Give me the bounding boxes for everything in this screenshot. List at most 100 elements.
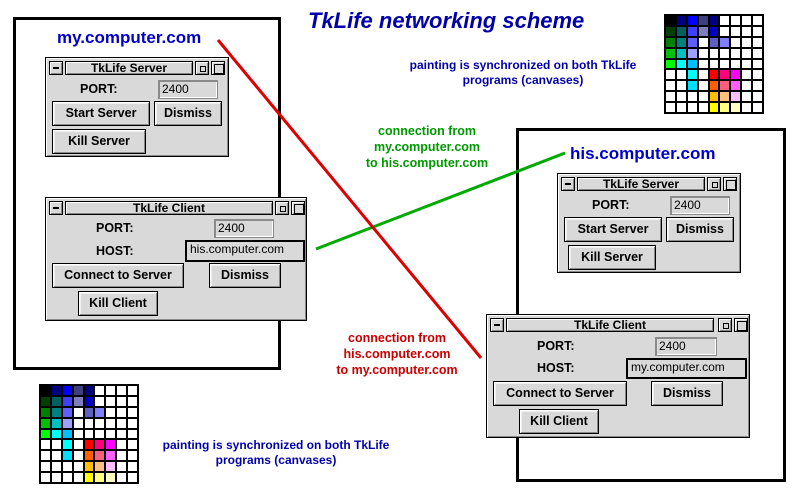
palette-cell[interactable] <box>753 26 762 36</box>
palette-cell[interactable] <box>95 407 105 417</box>
palette-cell[interactable] <box>117 451 127 461</box>
kill-client-button[interactable]: Kill Client <box>519 409 599 434</box>
palette-cell[interactable] <box>687 92 697 102</box>
palette-cell[interactable] <box>720 103 730 112</box>
palette-cell[interactable] <box>753 59 762 69</box>
palette-cell[interactable] <box>731 16 741 25</box>
palette-cell[interactable] <box>720 81 730 91</box>
palette-cell[interactable] <box>51 407 61 417</box>
kill-client-button[interactable]: Kill Client <box>78 291 158 316</box>
palette-cell[interactable] <box>709 92 719 102</box>
palette-cell[interactable] <box>687 81 697 91</box>
kill-server-button[interactable]: Kill Server <box>52 129 146 154</box>
palette-cell[interactable] <box>95 440 105 450</box>
palette-cell[interactable] <box>41 440 50 450</box>
port-input[interactable]: 2400 <box>158 80 218 99</box>
dismiss-button[interactable]: Dismiss <box>154 101 222 126</box>
palette-cell[interactable] <box>117 440 127 450</box>
palette-cell[interactable] <box>731 48 741 58</box>
dismiss-button[interactable]: Dismiss <box>651 381 723 406</box>
palette-cell[interactable] <box>106 462 116 472</box>
palette-cell[interactable] <box>676 26 686 36</box>
palette-cell[interactable] <box>51 440 61 450</box>
host-input[interactable]: my.computer.com <box>626 358 747 379</box>
palette-cell[interactable] <box>687 26 697 36</box>
palette-cell[interactable] <box>128 451 137 461</box>
palette-cell[interactable] <box>51 396 61 406</box>
palette-cell[interactable] <box>62 386 72 395</box>
palette-cell[interactable] <box>51 451 61 461</box>
palette-cell[interactable] <box>687 48 697 58</box>
palette-cell[interactable] <box>742 48 752 58</box>
palette-cell[interactable] <box>106 386 116 395</box>
palette-cell[interactable] <box>95 418 105 428</box>
palette-cell[interactable] <box>106 473 116 482</box>
port-input[interactable]: 2400 <box>214 219 274 238</box>
palette-cell[interactable] <box>709 48 719 58</box>
palette-cell[interactable] <box>117 396 127 406</box>
palette-cell[interactable] <box>676 81 686 91</box>
palette-cell[interactable] <box>106 451 116 461</box>
palette-cell[interactable] <box>106 396 116 406</box>
palette-cell[interactable] <box>687 59 697 69</box>
palette-cell[interactable] <box>41 429 50 439</box>
palette-cell[interactable] <box>84 473 94 482</box>
palette-cell[interactable] <box>698 81 708 91</box>
palette-cell[interactable] <box>698 37 708 47</box>
palette-cell[interactable] <box>95 451 105 461</box>
palette-cell[interactable] <box>117 462 127 472</box>
palette-cell[interactable] <box>720 92 730 102</box>
palette-cell[interactable] <box>73 418 83 428</box>
window-menu-icon[interactable] <box>561 177 575 191</box>
palette-cell[interactable] <box>666 16 675 25</box>
palette-cell[interactable] <box>95 462 105 472</box>
palette-cell[interactable] <box>62 407 72 417</box>
palette-cell[interactable] <box>84 451 94 461</box>
palette-cell[interactable] <box>731 70 741 80</box>
palette-cell[interactable] <box>51 418 61 428</box>
palette-cell[interactable] <box>698 59 708 69</box>
top-color-palette[interactable] <box>664 14 764 114</box>
palette-cell[interactable] <box>128 407 137 417</box>
palette-cell[interactable] <box>709 103 719 112</box>
connect-to-server-button[interactable]: Connect to Server <box>52 263 184 288</box>
dismiss-button[interactable]: Dismiss <box>209 263 281 288</box>
palette-cell[interactable] <box>117 418 127 428</box>
start-server-button[interactable]: Start Server <box>564 217 662 242</box>
palette-cell[interactable] <box>84 440 94 450</box>
palette-cell[interactable] <box>41 396 50 406</box>
palette-cell[interactable] <box>95 429 105 439</box>
palette-cell[interactable] <box>698 48 708 58</box>
palette-cell[interactable] <box>73 396 83 406</box>
palette-cell[interactable] <box>51 462 61 472</box>
palette-cell[interactable] <box>128 429 137 439</box>
palette-cell[interactable] <box>128 440 137 450</box>
palette-cell[interactable] <box>128 396 137 406</box>
palette-cell[interactable] <box>84 396 94 406</box>
bottom-color-palette[interactable] <box>39 384 139 484</box>
palette-cell[interactable] <box>117 429 127 439</box>
palette-cell[interactable] <box>709 26 719 36</box>
palette-cell[interactable] <box>666 48 675 58</box>
palette-cell[interactable] <box>51 429 61 439</box>
palette-cell[interactable] <box>84 407 94 417</box>
palette-cell[interactable] <box>62 429 72 439</box>
palette-cell[interactable] <box>73 451 83 461</box>
palette-cell[interactable] <box>84 386 94 395</box>
palette-cell[interactable] <box>687 103 697 112</box>
palette-cell[interactable] <box>95 396 105 406</box>
palette-cell[interactable] <box>687 37 697 47</box>
dismiss-button[interactable]: Dismiss <box>666 217 734 242</box>
port-input[interactable]: 2400 <box>670 196 730 215</box>
palette-cell[interactable] <box>676 16 686 25</box>
palette-cell[interactable] <box>84 418 94 428</box>
palette-cell[interactable] <box>698 103 708 112</box>
palette-cell[interactable] <box>106 407 116 417</box>
palette-cell[interactable] <box>742 16 752 25</box>
palette-cell[interactable] <box>117 386 127 395</box>
maximize-icon[interactable] <box>723 177 737 191</box>
maximize-icon[interactable] <box>734 318 748 332</box>
palette-cell[interactable] <box>676 37 686 47</box>
window-menu-icon[interactable] <box>49 201 63 215</box>
palette-cell[interactable] <box>676 59 686 69</box>
